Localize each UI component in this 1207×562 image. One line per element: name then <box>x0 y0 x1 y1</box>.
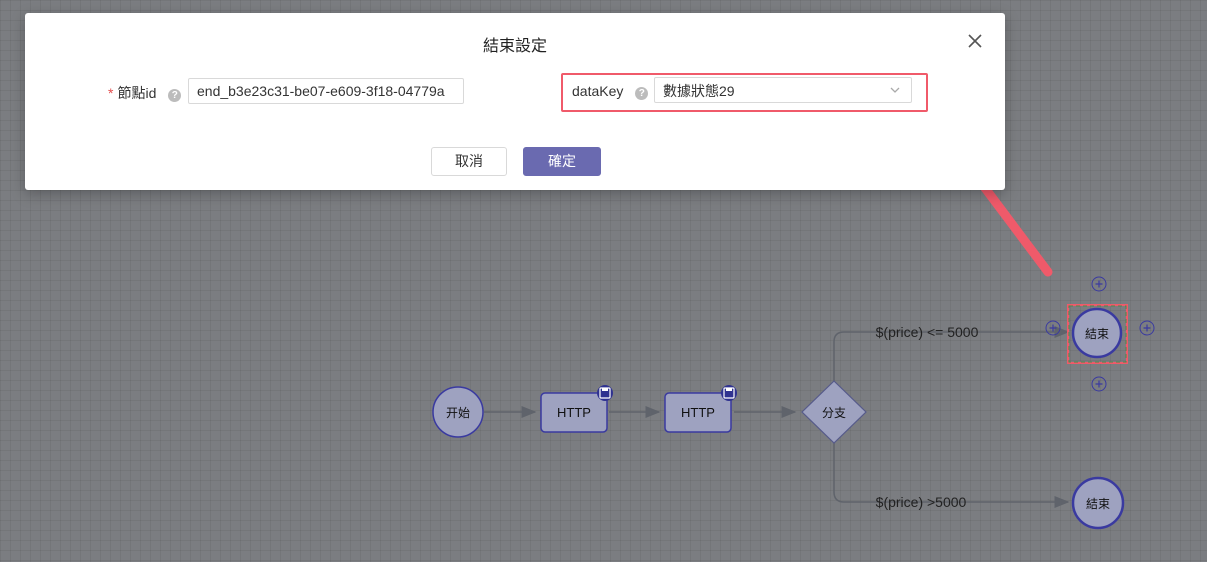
node-id-label: 節點id <box>117 85 157 101</box>
node-end-1[interactable]: 結束 <box>1067 304 1128 364</box>
cancel-button[interactable]: 取消 <box>431 147 507 176</box>
add-node-bottom-icon[interactable] <box>1091 376 1107 392</box>
datakey-selected-value: 數據狀態29 <box>663 83 735 99</box>
required-mark: * <box>108 85 114 101</box>
node-http-1[interactable]: HTTP <box>540 385 613 433</box>
add-node-right-icon[interactable] <box>1139 320 1155 336</box>
edge-label-bottom: $(price) >5000 <box>876 494 967 510</box>
node-id-label-group: *節點id ? <box>108 83 182 103</box>
confirm-button[interactable]: 確定 <box>523 147 601 176</box>
node-http-2-label: HTTP <box>681 405 715 420</box>
selection-box <box>1067 304 1128 364</box>
edge-branch-end2[interactable] <box>833 443 1070 508</box>
end-settings-dialog: 結束設定 *節點id ? end_b3e23c31-be07-e609-3f18… <box>25 13 1005 190</box>
close-icon[interactable] <box>965 31 985 51</box>
node-http-2[interactable]: HTTP <box>664 385 737 433</box>
add-node-top-icon[interactable] <box>1091 276 1107 292</box>
dialog-title: 結束設定 <box>482 38 547 55</box>
save-icon[interactable] <box>597 385 613 401</box>
node-id-input[interactable]: end_b3e23c31-be07-e609-3f18-04779a <box>188 78 464 104</box>
node-end-1-label: 結束 <box>1085 327 1109 341</box>
help-icon[interactable]: ? <box>168 89 182 102</box>
datakey-select[interactable]: 數據狀態29 <box>654 77 912 103</box>
edge-branch-end1[interactable] <box>833 326 1070 381</box>
node-end-2[interactable]: 結束 <box>1071 476 1125 530</box>
edge-label-top: $(price) <= 5000 <box>876 324 979 340</box>
datakey-highlight-box <box>561 73 928 112</box>
node-branch-label: 分支 <box>822 406 846 420</box>
datakey-label-group: dataKey ? <box>572 83 649 100</box>
node-start-label: 开始 <box>446 406 470 420</box>
chevron-down-icon[interactable] <box>889 84 901 96</box>
node-http-1-label: HTTP <box>557 405 591 420</box>
datakey-label: dataKey <box>572 83 624 99</box>
node-start[interactable]: 开始 <box>432 386 484 438</box>
help-icon[interactable]: ? <box>635 87 649 100</box>
node-branch[interactable]: 分支 <box>801 380 867 444</box>
node-end-2-label: 結束 <box>1086 497 1110 511</box>
add-node-left-icon[interactable] <box>1045 320 1061 336</box>
save-icon[interactable] <box>721 385 737 401</box>
